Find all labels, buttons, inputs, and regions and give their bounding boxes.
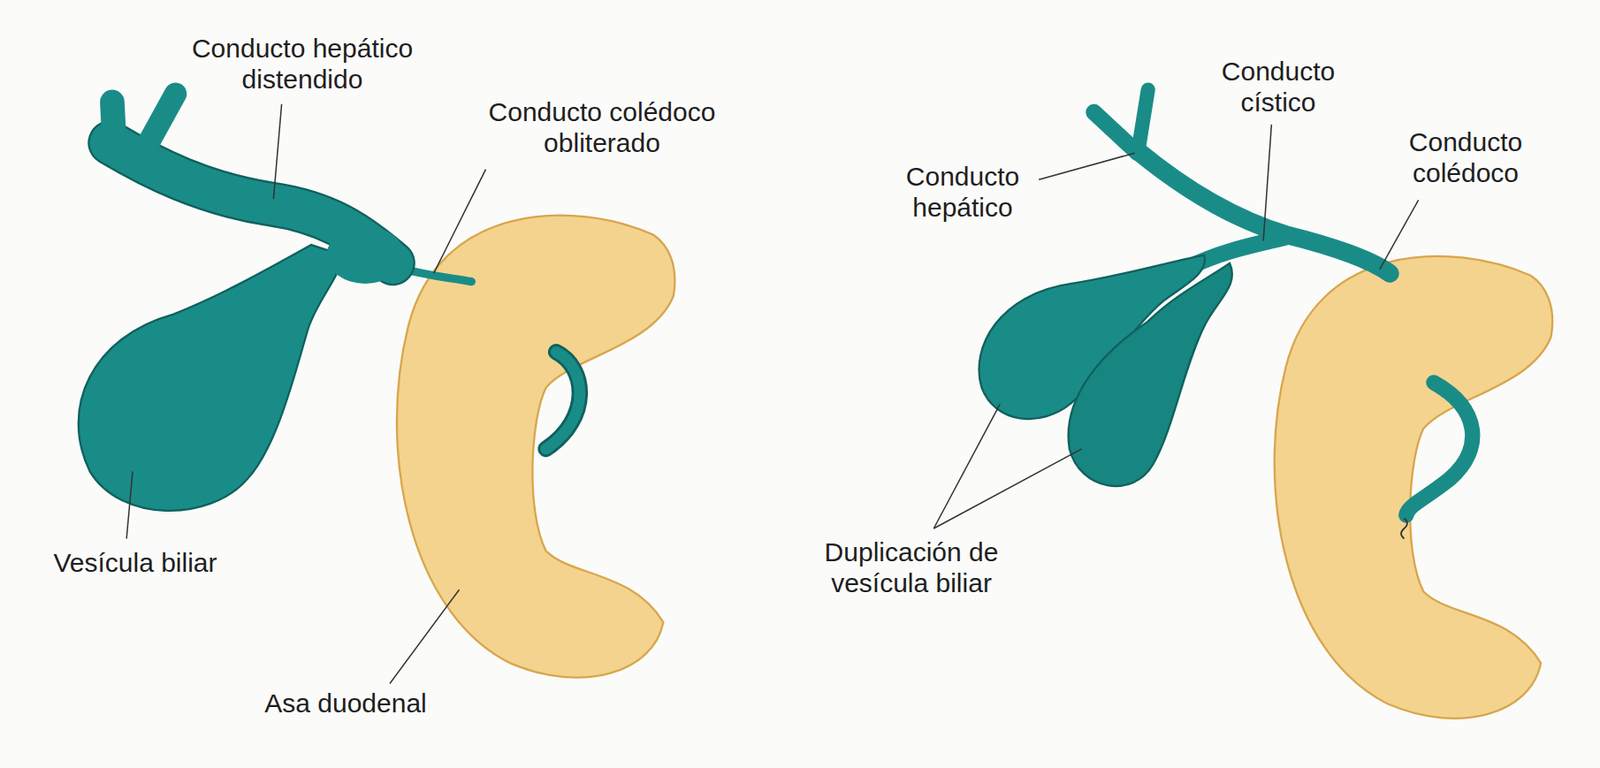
leader-lines: [126, 104, 486, 685]
right-figure: [933, 90, 1553, 719]
common-bile-duct: [1137, 151, 1390, 275]
gallbladder: [1068, 263, 1233, 487]
papilla-duct: [546, 351, 580, 450]
anatomy-label: Asa duodenal: [230, 688, 461, 720]
anatomy-label: Conducto hepático distendido: [160, 33, 444, 95]
duodenum: [1274, 256, 1553, 719]
left-figure: [78, 93, 676, 684]
anatomy-label: Conducto colédoco obliterado: [456, 97, 748, 159]
anatomy-label: Conducto colédoco: [1386, 127, 1546, 189]
duodenum: [396, 215, 675, 679]
gallbladder: [78, 244, 343, 511]
anatomy-label: Conducto hepático: [883, 161, 1043, 223]
papilla-duct: [1406, 382, 1473, 516]
anatomy-label: Duplicación de vesícula biliar: [792, 537, 1031, 599]
anatomy-label: Conducto cístico: [1198, 56, 1358, 118]
anatomy-label: Vesícula biliar: [20, 548, 251, 580]
